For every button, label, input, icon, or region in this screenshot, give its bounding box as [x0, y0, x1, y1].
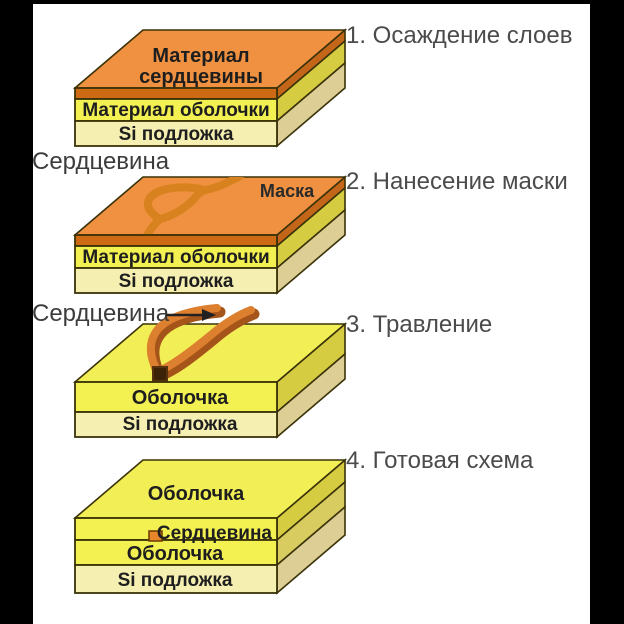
step4-substrate-front — [74, 564, 278, 594]
step2-substrate-label: Si подложка — [119, 271, 234, 292]
step2-substrate-front — [74, 267, 278, 294]
right-black-bar — [590, 0, 624, 624]
annotation-arrow-head — [202, 309, 216, 321]
step2-core-front-edge — [74, 234, 278, 247]
step1-substrate-label: Si подложка — [119, 124, 234, 145]
ridge-right-top — [157, 306, 255, 374]
mask-stem-back — [201, 177, 244, 194]
step2-title: 2. Нанесение маски — [346, 168, 568, 195]
step4-cladding-front — [74, 539, 278, 566]
step3-cladding-front — [74, 381, 278, 413]
step3-core-annotation: Сердцевина — [32, 300, 170, 327]
step4-group: Оболочка Сердцевина Оболочка Si подложка… — [72, 447, 534, 595]
top-black-strip — [0, 0, 624, 4]
step1-title: 1. Осаждение слоев — [346, 22, 573, 49]
step4-substrate-label: Si подложка — [118, 570, 233, 591]
step1-cladding-label: Материал оболочки — [82, 100, 269, 121]
step3-substrate-label: Si подложка — [123, 414, 238, 435]
step4-core-label: Сердцевина — [157, 523, 273, 544]
ridge-right-shadow — [158, 308, 260, 380]
step1-core-material-label-line1: Материал — [152, 45, 249, 67]
step3-group: Оболочка Si подложка Сердцевина 3. Травл… — [32, 300, 492, 439]
step3-cladding-label: Оболочка — [132, 387, 229, 409]
step3-title: 3. Травление — [346, 311, 492, 338]
step1-core-front-edge — [74, 87, 278, 100]
step4-cladding-label: Оболочка — [127, 543, 224, 565]
step4-core-square — [148, 530, 163, 542]
step2-group: Сердцевина Маска Материал оболочки Si по… — [32, 148, 568, 295]
step2-cladding-label: Материал оболочки — [82, 247, 269, 268]
step1-core-material-label-line2: сердцевины — [139, 66, 263, 88]
step4-top-cladding-label: Оболочка — [148, 483, 245, 505]
step1-substrate-front — [74, 120, 278, 147]
step3-core-cross-section-square — [152, 366, 168, 382]
ridge-left-top — [146, 304, 221, 378]
step2-mask-label: Маска — [260, 181, 315, 201]
mask-left-arm — [144, 183, 209, 223]
step4-title: 4. Готовая схема — [346, 447, 534, 474]
step2-core-annotation: Сердцевина — [32, 148, 170, 175]
step1-group: Материал сердцевины Материал оболочки Si… — [72, 22, 573, 148]
step3-substrate-front — [74, 411, 278, 438]
left-black-bar — [0, 0, 33, 624]
